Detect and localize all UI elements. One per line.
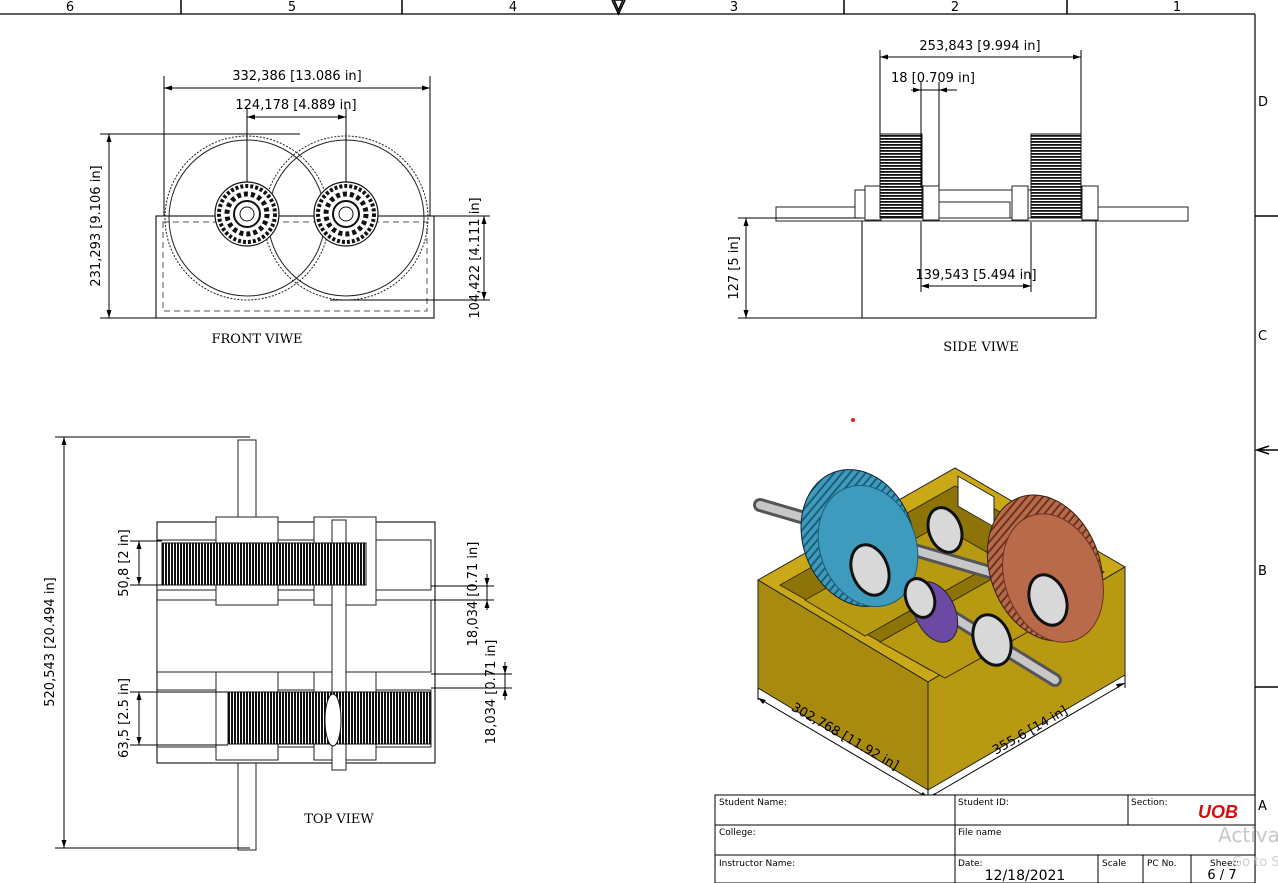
tb-sheet-value: 6 / 7 bbox=[1207, 868, 1236, 883]
dim-side-inner-span: 139,543 [5.494 in] bbox=[915, 268, 1036, 283]
zone-label-c: C bbox=[1258, 329, 1267, 344]
dim-side-height: 127 [5 in] bbox=[727, 236, 742, 299]
dim-top-gear2-width: 63,5 [2.5 in] bbox=[117, 678, 132, 758]
goto-settings-watermark: Go to S bbox=[1232, 855, 1278, 870]
iso-view: 302,768 [11.92 in] 355,6 [14 in] bbox=[753, 467, 1126, 802]
zone-label-2: 2 bbox=[951, 0, 959, 15]
uob-logo: UOB bbox=[1198, 802, 1238, 822]
top-gear-1 bbox=[161, 542, 367, 586]
front-view-caption: FRONT VIWE bbox=[211, 332, 302, 347]
zone-label-d: D bbox=[1258, 95, 1268, 110]
dim-front-overall-height: 231,293 [9.106 in] bbox=[89, 165, 104, 286]
zone-label-b: B bbox=[1258, 564, 1267, 579]
dim-front-center-distance: 124,178 [4.889 in] bbox=[235, 98, 356, 113]
tb-section-label: Section: bbox=[1131, 798, 1167, 808]
side-view-caption: SIDE VIWE bbox=[943, 340, 1018, 355]
zone-label-6: 6 bbox=[66, 0, 74, 15]
tb-college-label: College: bbox=[719, 828, 756, 838]
dim-top-gear1-width: 50,8 [2 in] bbox=[117, 529, 132, 596]
dim-front-overall-width: 332,386 [13.086 in] bbox=[232, 69, 362, 84]
zone-label-4: 4 bbox=[509, 0, 517, 15]
centering-mark-top bbox=[611, 0, 626, 16]
activate-watermark: Activa bbox=[1218, 823, 1278, 847]
dim-side-gap: 18 [0.709 in] bbox=[891, 71, 975, 86]
zone-labels: 6 5 4 3 2 1 D C B A bbox=[66, 0, 1268, 814]
zone-label-1: 1 bbox=[1173, 0, 1181, 15]
top-view-caption: TOP VIEW bbox=[304, 812, 374, 827]
tb-student-id-label: Student ID: bbox=[958, 798, 1009, 808]
marker-dot bbox=[851, 418, 855, 422]
top-view: 520,543 [20.494 in] 50,8 [2 in] 63,5 [2.… bbox=[43, 436, 512, 851]
tb-student-name-label: Student Name: bbox=[719, 798, 787, 808]
tb-date-value: 12/18/2021 bbox=[985, 868, 1066, 883]
side-gear-right bbox=[1030, 133, 1082, 219]
zone-label-a: A bbox=[1258, 799, 1267, 814]
dim-side-gear-span: 253,843 [9.994 in] bbox=[919, 39, 1040, 54]
centering-mark-right bbox=[1254, 445, 1278, 455]
side-view: 253,843 [9.994 in] 18 [0.709 in] 139,543… bbox=[727, 39, 1189, 355]
dim-front-box-height: 104,422 [4.111 in] bbox=[468, 197, 483, 318]
dim-top-wall-1: 18,034 [0.71 in] bbox=[466, 542, 481, 647]
tb-sheet-label: Sheet: bbox=[1210, 859, 1239, 869]
side-gear-left bbox=[879, 133, 923, 219]
front-bearing-left bbox=[214, 181, 280, 247]
dim-top-total-length: 520,543 [20.494 in] bbox=[43, 577, 58, 707]
zone-label-3: 3 bbox=[730, 0, 738, 15]
front-bearing-right bbox=[313, 181, 379, 247]
zone-label-5: 5 bbox=[288, 0, 296, 15]
tb-pc-no-label: PC No. bbox=[1147, 859, 1177, 869]
dim-top-wall-2: 18,034 [0.71 in] bbox=[484, 640, 499, 745]
tb-file-name-label: File name bbox=[958, 828, 1002, 838]
front-housing bbox=[155, 215, 435, 319]
title-block: Student Name: Student ID: Section: UOB C… bbox=[714, 794, 1256, 883]
tb-instructor-label: Instructor Name: bbox=[719, 859, 795, 869]
front-housing-hidden bbox=[162, 221, 428, 312]
tb-scale-label: Scale bbox=[1102, 859, 1127, 869]
tb-date-label: Date: bbox=[958, 859, 983, 869]
front-view: 332,386 [13.086 in] 124,178 [4.889 in] 2… bbox=[89, 69, 490, 347]
